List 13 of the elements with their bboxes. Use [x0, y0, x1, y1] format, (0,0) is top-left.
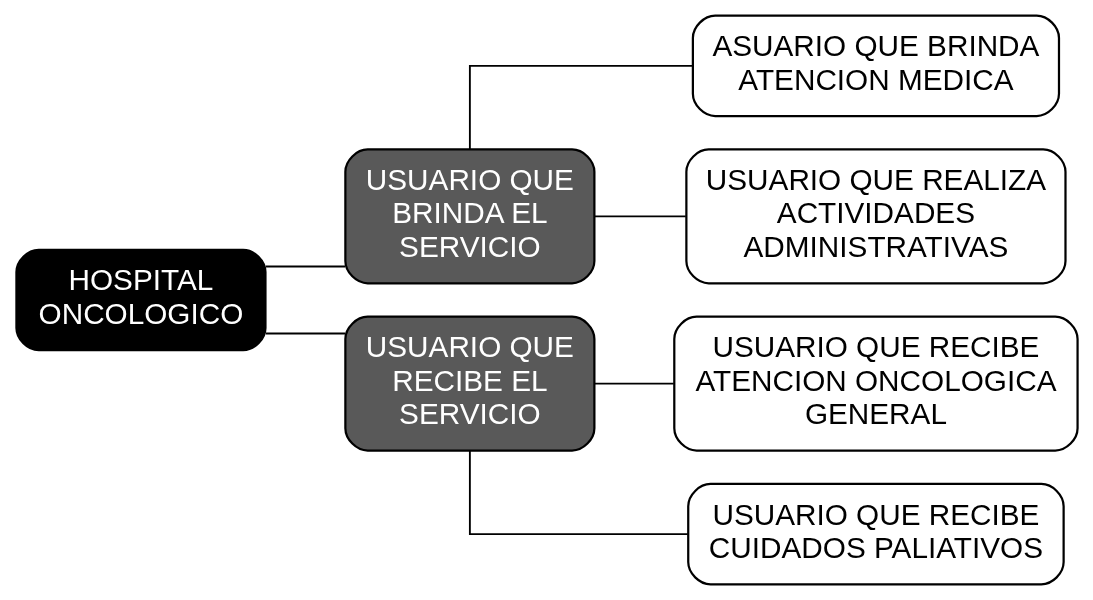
node-box: USUARIO QUE RECIBE EL SERVICIO — [343, 315, 595, 452]
connector — [468, 450, 689, 536]
node-box: ASUARIO QUE BRINDA ATENCION MEDICA — [691, 14, 1060, 118]
node-box: USUARIO QUE REALIZA ACTIVIDADES ADMINISTRATIVAS — [684, 148, 1067, 285]
connector — [264, 265, 346, 268]
node-box: USUARIO QUE RECIBE CUIDADOS PALIATIVOS — [686, 482, 1065, 586]
node-box: HOSPITAL ONCOLOGICO — [14, 248, 267, 352]
node-box: USUARIO QUE RECIBE ATENCION ONCOLOGICA GENERAL — [672, 315, 1079, 452]
connector — [468, 64, 693, 150]
connector — [593, 382, 675, 385]
node-box: USUARIO QUE BRINDA EL SERVICIO — [343, 148, 595, 285]
connector — [264, 332, 346, 335]
connector — [593, 215, 687, 218]
